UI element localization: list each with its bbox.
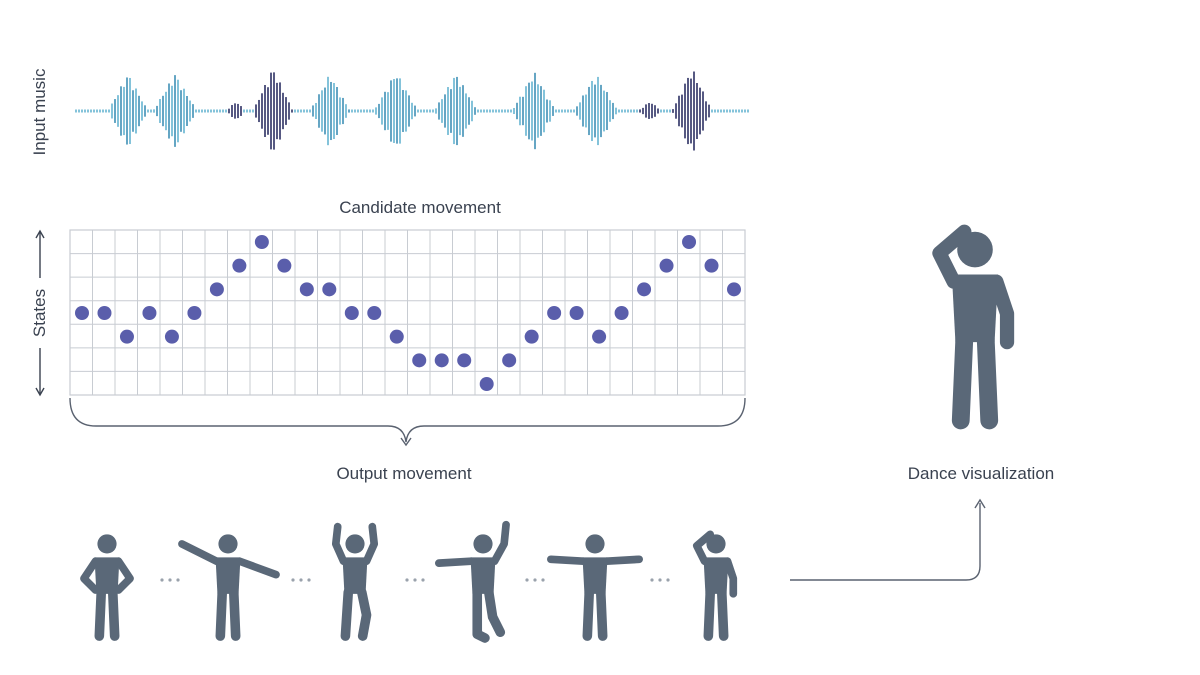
state-dot: [119, 329, 134, 344]
state-dot: [434, 353, 449, 368]
sequence-ellipsis-dot: [413, 578, 417, 582]
sequence-ellipsis-dot: [299, 578, 303, 582]
sequence-ellipsis-dot: [307, 578, 311, 582]
dance-visualization-label: Dance visualization: [907, 464, 1055, 483]
sequence-ellipsis-dot: [666, 578, 670, 582]
state-dot: [412, 353, 427, 368]
pose-figure-arms-raised: [331, 522, 379, 641]
dance-visualization-figure: [932, 224, 1015, 430]
state-dot: [209, 282, 224, 297]
sequence-ellipsis-dot: [405, 578, 409, 582]
state-dot: [164, 329, 179, 344]
state-dot: [547, 306, 562, 320]
state-dot: [524, 329, 539, 344]
sequence-ellipsis-dot: [160, 578, 164, 582]
brace-arrow-tip: [400, 437, 412, 447]
state-dot: [322, 282, 337, 297]
sequence-ellipsis-dot: [650, 578, 654, 582]
state-dot: [187, 306, 202, 320]
state-dot: [614, 306, 629, 320]
state-dot: [97, 306, 112, 320]
state-dot: [727, 282, 741, 297]
sequence-ellipsis-dot: [525, 578, 529, 582]
state-dot: [659, 258, 674, 273]
state-dot: [75, 306, 89, 320]
pose-figure-one-arm-up: [434, 520, 510, 643]
state-dot: [569, 306, 584, 320]
pose-figure-arms-diagonal: [178, 534, 280, 641]
output-movement-label: Output movement: [336, 464, 472, 483]
state-dot: [479, 377, 494, 391]
input-music-waveform: [75, 71, 749, 151]
sequence-ellipsis-dot: [421, 578, 425, 582]
sequence-ellipsis-dot: [533, 578, 537, 582]
states-axis-arrow: [35, 229, 45, 397]
input-music-label: Input music: [30, 68, 49, 156]
candidate-movement-label: Candidate movement: [339, 198, 501, 217]
state-dot: [457, 353, 472, 368]
state-dots: [75, 235, 741, 391]
state-dot: [254, 235, 269, 249]
sequence-ellipsis-dot: [176, 578, 180, 582]
state-dot: [344, 306, 359, 320]
state-dot: [142, 306, 157, 320]
sequence-ellipsis-dot: [291, 578, 295, 582]
state-dot: [299, 282, 314, 297]
pose-figure-hands-on-hips: [80, 534, 134, 641]
state-dot: [592, 329, 607, 344]
state-dot: [277, 258, 292, 273]
state-dot: [637, 282, 652, 297]
state-dot: [704, 258, 719, 273]
sequence-ellipsis-dot: [168, 578, 172, 582]
state-dot: [367, 306, 382, 320]
candidate-movement-grid: [69, 229, 746, 396]
state-dot: [389, 329, 404, 344]
pose-figure-arms-out: [546, 534, 644, 641]
sequence-ellipsis-dot: [541, 578, 545, 582]
large-figure-hand-on-head: [932, 224, 1015, 430]
sequence-ellipsis-dot: [658, 578, 662, 582]
state-dot: [682, 235, 697, 249]
visualization-arrow-tip: [974, 498, 986, 509]
state-dot: [502, 353, 517, 368]
states-axis-label: States: [30, 288, 49, 338]
pose-figure-hand-on-head: [692, 530, 738, 641]
output-brace: [69, 397, 746, 443]
output-pose-sequence: [80, 520, 738, 643]
state-dot: [232, 258, 247, 273]
visualization-arrow: [790, 503, 981, 581]
